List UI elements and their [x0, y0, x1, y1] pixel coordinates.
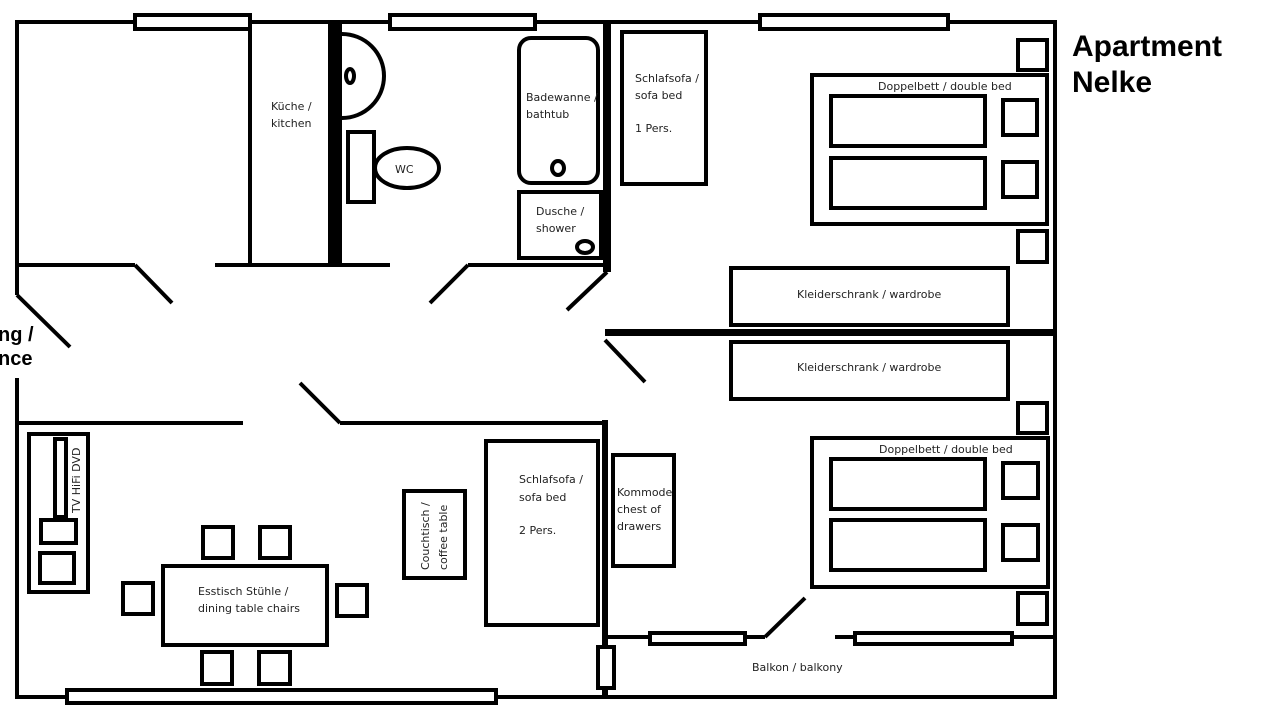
sofa-bed-2-label-en: sofa bed [519, 491, 566, 504]
kitchen-label-en: kitchen [271, 117, 312, 130]
wardrobe-2-label: Kleiderschrank / wardrobe [797, 361, 941, 374]
nightstand [1001, 98, 1039, 137]
sink-drain [344, 67, 356, 85]
wardrobe-1-label: Kleiderschrank / wardrobe [797, 288, 941, 301]
sofa-bed-2 [484, 439, 600, 627]
shower-label-en: shower [536, 222, 576, 235]
shower-label: Dusche / [536, 205, 584, 218]
windows [65, 13, 1014, 705]
wc-tank [346, 130, 376, 204]
coffee-table-label-en: coffee table [437, 505, 450, 570]
sofa-bed-1 [620, 30, 708, 186]
sofa-bed-1-label-en: sofa bed [635, 89, 682, 102]
chest-of-drawers [611, 453, 676, 568]
tv-label: TV HiFi DVD [70, 448, 83, 514]
room-label-cut-en: nce [0, 348, 32, 370]
bathtub [517, 36, 600, 185]
kitchen-label: Küche / [271, 100, 312, 113]
wc-label: WC [395, 163, 414, 176]
room-label-cut: ng / [0, 324, 34, 346]
dresser-label: Kommode [617, 486, 673, 499]
nightstand [1001, 160, 1039, 199]
sofa-bed-2-capacity: 2 Pers. [519, 524, 556, 537]
double-bed-1-label: Doppelbett / double bed [878, 80, 1012, 93]
dresser-label-en2: drawers [617, 520, 662, 533]
double-bed-2-label: Doppelbett / double bed [879, 443, 1013, 456]
sink [341, 32, 386, 120]
walls [15, 20, 1057, 699]
coffee-table-label: Couchtisch / [419, 502, 432, 570]
wardrobe-2 [729, 340, 1010, 401]
sofa-bed-2-label: Schlafsofa / [519, 473, 583, 486]
wc-bowl [373, 146, 441, 190]
title-line2: Nelke [1072, 66, 1152, 99]
title-line1: Apartment [1072, 30, 1222, 63]
bathtub-label-en: bathtub [526, 108, 569, 121]
shower [517, 190, 603, 260]
sofa-bed-1-label: Schlafsofa / [635, 72, 699, 85]
nightstand [1001, 523, 1040, 562]
dining-table [161, 564, 329, 647]
nightstand [1001, 461, 1040, 500]
balcony-label: Balkon / balkony [752, 661, 843, 674]
tv [53, 437, 68, 519]
chairs [121, 525, 369, 686]
wardrobe-1 [729, 266, 1010, 327]
dining-label-en: dining table chairs [198, 602, 300, 615]
dresser-label-en1: chest of [617, 503, 662, 516]
bathtub-label: Badewanne / [526, 91, 598, 104]
sofa-bed-1-capacity: 1 Pers. [635, 122, 672, 135]
coffee-table [402, 489, 467, 580]
dining-label: Esstisch Stühle / [198, 585, 289, 598]
